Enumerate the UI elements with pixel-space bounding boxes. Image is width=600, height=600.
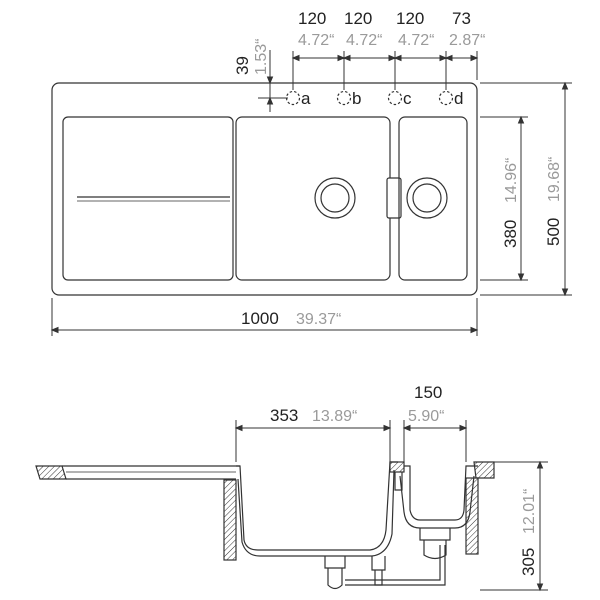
hole-label-a: a (301, 89, 311, 108)
dim-spacing-3-mm: 120 (396, 9, 424, 28)
left-rim-section (35, 465, 67, 480)
dim-main-bowl-mm: 353 (270, 406, 298, 425)
small-bowl-section (404, 465, 478, 521)
section-dimension-lines (234, 420, 548, 592)
dim-bowl-depth-mm: 380 (501, 220, 520, 248)
tap-hole-c (387, 90, 403, 106)
small-bowl (398, 116, 468, 281)
hole-label-b: b (352, 89, 361, 108)
dim-total-depth-mm: 500 (544, 218, 563, 246)
drainer-area (62, 116, 234, 281)
dim-offset-in: 1.53“ (253, 39, 270, 75)
top-dimension-lines (50, 50, 572, 336)
waste-pipe (345, 545, 441, 581)
main-bowl-section (236, 461, 398, 551)
right-rim-section (473, 461, 495, 479)
dim-total-width-in: 39.37“ (296, 311, 341, 328)
overflow (386, 177, 402, 219)
dim-spacing-1-mm: 120 (298, 9, 326, 28)
dim-spacing-2-mm: 120 (344, 9, 372, 28)
dim-offset-mm: 39 (233, 56, 252, 75)
dim-main-bowl-in: 13.89“ (312, 408, 357, 425)
tap-hole-a (285, 90, 301, 106)
section-view (35, 461, 495, 590)
small-drain (406, 177, 448, 219)
dim-bowl-depth-in: 14.96“ (503, 158, 520, 203)
tap-hole-b (336, 90, 352, 106)
hole-label-d: d (454, 89, 463, 108)
overflow-section (389, 461, 405, 473)
main-bowl (235, 116, 391, 281)
dim-spacing-4-in: 2.87“ (449, 32, 485, 49)
dim-total-depth-in: 19.68“ (546, 157, 563, 202)
dim-spacing-3-in: 4.72“ (398, 32, 434, 49)
hole-label-c: c (403, 89, 412, 108)
dim-spacing-1-in: 4.72“ (298, 32, 334, 49)
dim-height-mm: 305 (519, 548, 538, 576)
main-drain (314, 177, 356, 219)
dim-total-width-mm: 1000 (241, 309, 279, 328)
dim-spacing-2-in: 4.72“ (346, 32, 382, 49)
top-view (51, 82, 478, 296)
dim-small-bowl-mm: 150 (414, 383, 442, 402)
left-cabinet-wall (223, 479, 237, 561)
sink-outline (51, 82, 478, 296)
right-cabinet-wall (465, 477, 479, 555)
dim-small-bowl-in: 5.90“ (408, 408, 444, 425)
dim-height-in: 12.01“ (521, 489, 538, 534)
dim-spacing-4-mm: 73 (452, 9, 471, 28)
tap-hole-d (438, 90, 454, 106)
